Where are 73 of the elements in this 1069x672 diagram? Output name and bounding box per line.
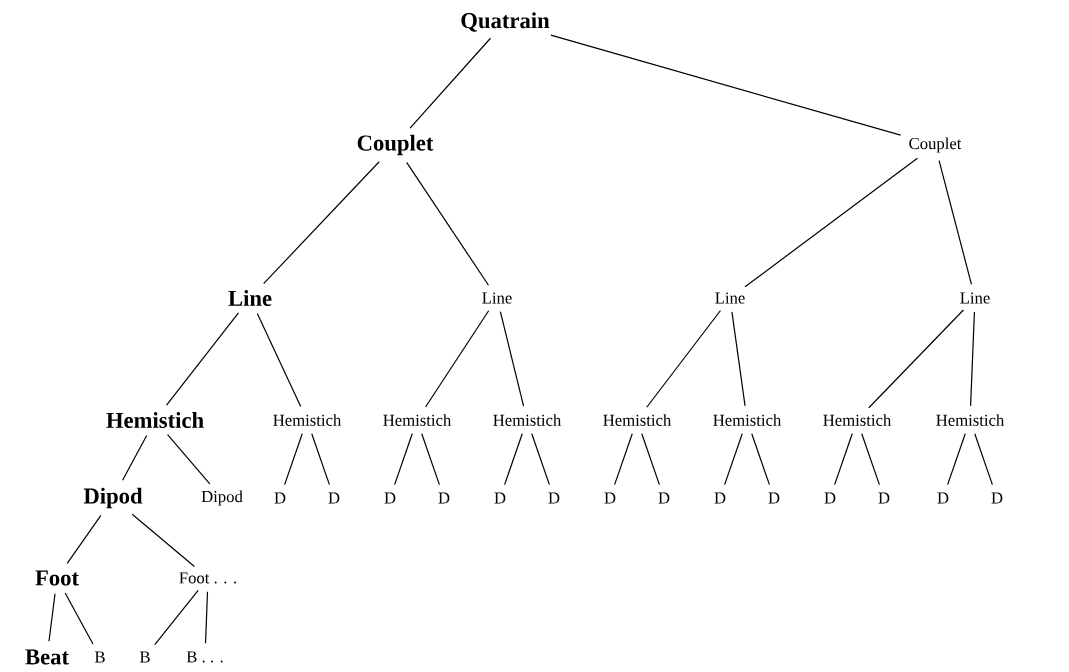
branch-line (868, 309, 964, 409)
branch-line (121, 434, 148, 481)
tree-label: D (274, 492, 286, 504)
tree-label: Line (960, 292, 990, 304)
branch-line (614, 433, 633, 486)
tree-label: Hemistich (493, 414, 562, 426)
tree-label: Hemistich (383, 414, 452, 426)
branch-line (165, 312, 240, 406)
branch-line (861, 433, 880, 486)
branch-line (406, 161, 490, 286)
branch-line (504, 433, 523, 486)
tree-label: D (494, 492, 506, 504)
tree-label: D (824, 492, 836, 504)
branch-line (284, 433, 303, 486)
tree-label: B . . . (186, 651, 223, 663)
tree-label: D (878, 492, 890, 504)
tree-label: Hemistich (823, 414, 892, 426)
tree-label: D (991, 492, 1003, 504)
tree-label: B (139, 651, 150, 663)
tree-label: D (768, 492, 780, 504)
tree-label: Quatrain (461, 12, 550, 32)
tree-label: Foot . . . (179, 572, 237, 584)
branch-line (531, 433, 550, 486)
branch-line (394, 433, 413, 486)
tree-label: Line (482, 292, 512, 304)
tree-label: D (937, 492, 949, 504)
tree-label: D (548, 492, 560, 504)
tree-label: Dipod (83, 487, 143, 509)
tree-label: D (714, 492, 726, 504)
tree-label: Hemistich (106, 412, 204, 428)
tree-label: Couplet (357, 134, 434, 156)
tree-label: B (94, 651, 105, 663)
branch-line (64, 592, 94, 645)
branch-line (154, 589, 199, 646)
tree-label: Line (228, 290, 272, 306)
branch-line (204, 591, 209, 644)
branch-line (974, 433, 993, 486)
tree-label: Hemistich (713, 414, 782, 426)
tree-label: D (438, 492, 450, 504)
tree-label: Couplet (909, 137, 962, 153)
branch-line (646, 309, 722, 408)
branch-line (48, 593, 56, 642)
tree-label: Beat (25, 649, 69, 665)
branch-line (311, 433, 330, 486)
branch-line (744, 157, 918, 288)
branch-line (834, 433, 853, 486)
tree-label: Foot (35, 570, 79, 586)
tree-label: D (384, 492, 396, 504)
tree-label: Hemistich (936, 414, 1005, 426)
branch-line (947, 433, 966, 486)
tree-label: Hemistich (273, 414, 342, 426)
branch-line (751, 433, 770, 486)
branch-line (499, 311, 525, 407)
branch-line (970, 311, 976, 407)
branch-line (131, 513, 195, 568)
branch-line (66, 514, 102, 564)
branch-line (166, 434, 211, 485)
branch-line (731, 311, 746, 407)
branch-line (409, 37, 492, 129)
tree-label: Line (715, 292, 745, 304)
branch-line (550, 34, 902, 136)
branch-line (424, 310, 490, 408)
tree-label: D (658, 492, 670, 504)
branch-line (938, 160, 973, 285)
tree-label: Hemistich (603, 414, 672, 426)
branch-line (421, 433, 440, 486)
branch-line (641, 433, 660, 486)
tree-label: Dipod (201, 490, 243, 506)
tree-label: D (328, 492, 340, 504)
branch-line (256, 313, 302, 408)
tree-label: D (604, 492, 616, 504)
branch-line (724, 433, 743, 486)
branch-line (263, 161, 380, 285)
